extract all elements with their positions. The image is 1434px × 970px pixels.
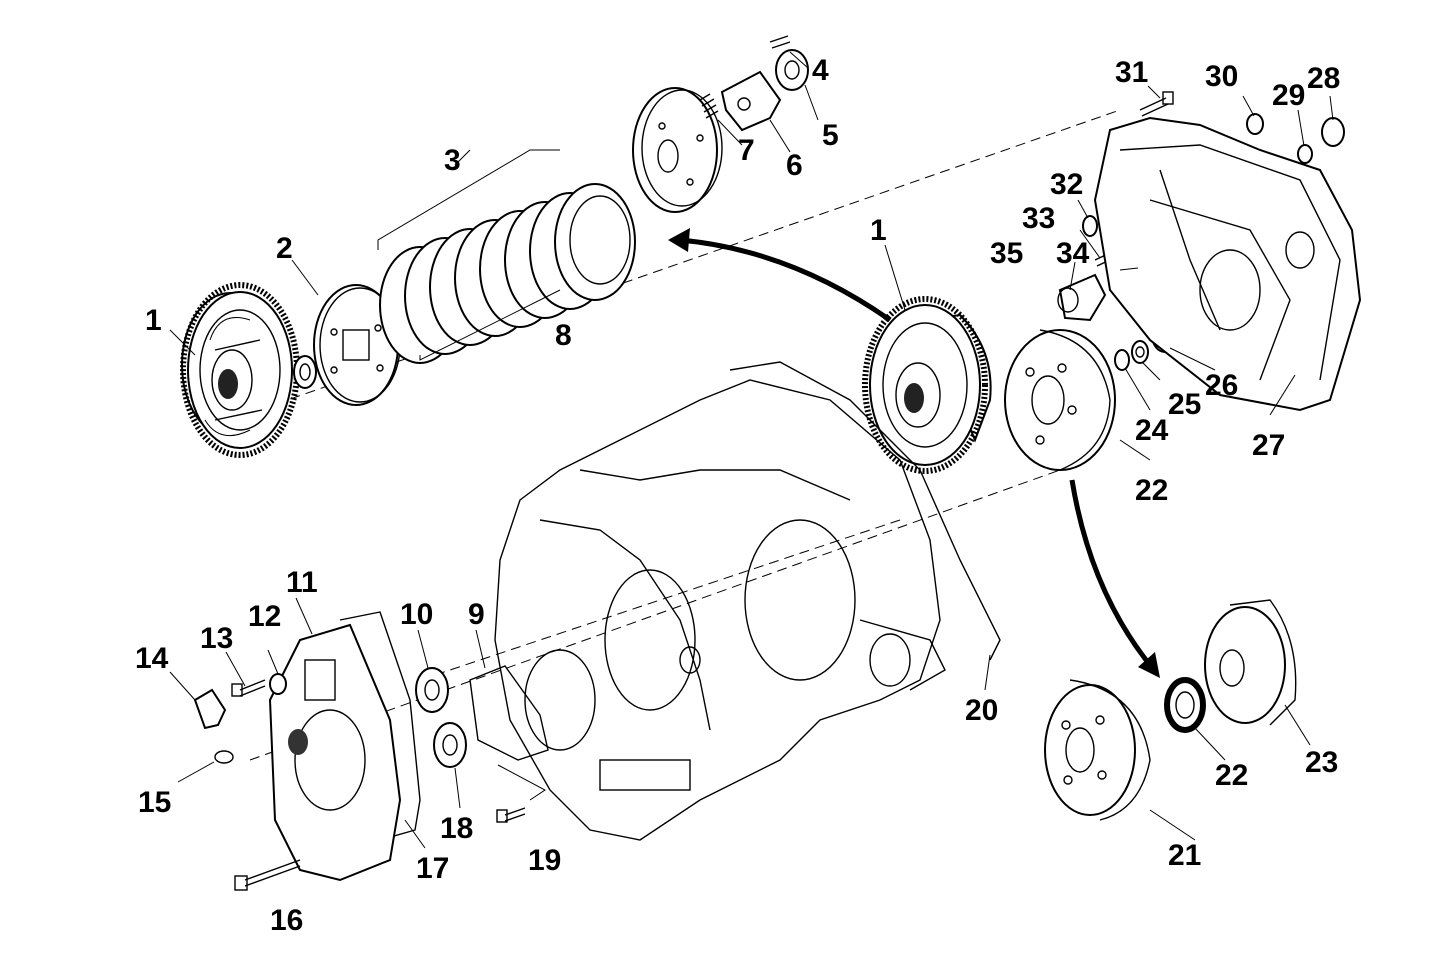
callout-25: 25: [1168, 388, 1201, 421]
callout-31: 31: [1115, 56, 1148, 89]
thrust-washer-24: [1114, 349, 1130, 371]
leader-lines: [169, 51, 1334, 849]
callout-labels: 1 2 3 4 5 6 7 8 9 10 11 12 13 14 15 16 1…: [135, 54, 1340, 937]
clutch-housing-23: [1204, 599, 1297, 726]
callout-1: 1: [145, 304, 162, 337]
callout-10: 10: [400, 598, 433, 631]
callout-4: 4: [812, 54, 829, 87]
drive-clutch-21: [1044, 679, 1151, 821]
callout-18: 18: [440, 812, 473, 845]
callout-23: 23: [1305, 746, 1338, 779]
cover-gasket-17: [339, 611, 421, 841]
callout-19: 19: [528, 844, 561, 877]
callout-30: 30: [1205, 60, 1238, 93]
actuator-35: [1057, 273, 1107, 322]
callout-26: 26: [1205, 369, 1238, 402]
engine-crankcase: [494, 361, 1001, 841]
release-bearing: [775, 49, 809, 91]
clutch-basket-left: [180, 282, 300, 458]
callout-17: 17: [416, 852, 449, 885]
callout-24: 24: [1135, 414, 1169, 447]
o-ring-15: [214, 750, 234, 764]
bearing-18: [433, 722, 467, 768]
callout-13: 13: [200, 622, 233, 655]
callout-11: 11: [286, 566, 318, 599]
callout-7: 7: [738, 134, 755, 167]
gasket-9: [469, 665, 549, 761]
callout-21: 21: [1168, 839, 1201, 872]
crankcase-cover: [1093, 116, 1362, 412]
seal-12: [269, 673, 287, 695]
callout-1-right: 1: [870, 214, 887, 247]
bolt-16: [234, 859, 301, 891]
callout-6: 6: [786, 149, 803, 182]
callout-14: 14: [135, 642, 169, 675]
seal-30: [1246, 113, 1264, 135]
bolt-19: [496, 807, 526, 823]
pressure-plate-outer: [632, 87, 723, 213]
callout-20: 20: [965, 694, 998, 727]
callout-22-upper: 22: [1135, 474, 1168, 507]
lifter-plate: [720, 70, 782, 132]
small-bolt: [769, 35, 791, 49]
callout-28: 28: [1307, 62, 1340, 95]
callout-22-lower: 22: [1215, 759, 1248, 792]
cap-28: [1321, 117, 1345, 147]
washer-25: [1131, 340, 1149, 364]
assembly-arrow-upper: [668, 228, 892, 323]
callout-2: 2: [276, 232, 293, 265]
one-way-bearing-lower: [1164, 677, 1206, 733]
callout-9: 9: [468, 598, 485, 631]
one-way-clutch-upper: [1004, 329, 1116, 471]
nut-29: [1297, 144, 1313, 164]
drive-cover-11: [268, 623, 402, 882]
callout-34: 34: [1056, 237, 1090, 270]
bearing-10: [415, 667, 449, 713]
callout-3: 3: [444, 144, 461, 177]
callout-29: 29: [1272, 79, 1305, 112]
callout-5: 5: [822, 119, 839, 152]
clutch-basket-right: [862, 296, 992, 474]
bolt-31: [1139, 91, 1174, 117]
clutch-disc-stack: [377, 149, 636, 364]
breather-14: [193, 688, 227, 730]
callout-32: 32: [1050, 168, 1083, 201]
thrust-washer: [293, 355, 317, 389]
clutch-spring: [699, 93, 719, 119]
callout-35: 35: [990, 237, 1023, 270]
callout-33: 33: [1022, 202, 1055, 235]
callout-8: 8: [555, 319, 572, 352]
callout-27: 27: [1252, 429, 1285, 462]
bolt-13: [231, 679, 266, 697]
callout-15: 15: [138, 786, 171, 819]
assembly-arrow-lower: [1069, 479, 1160, 678]
callout-16: 16: [270, 904, 303, 937]
callout-12: 12: [248, 600, 281, 633]
dowel-32: [1082, 215, 1098, 237]
